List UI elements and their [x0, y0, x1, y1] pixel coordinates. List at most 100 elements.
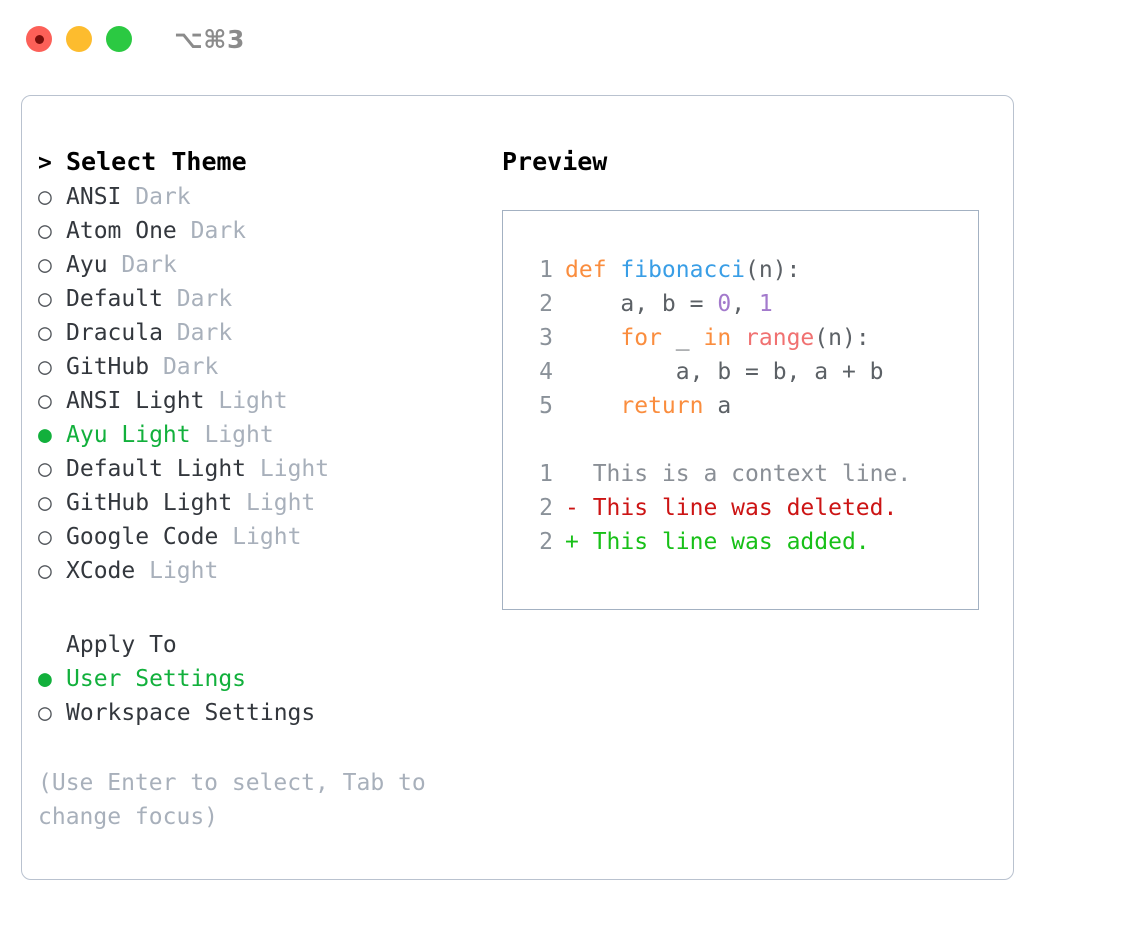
code-token — [565, 325, 620, 351]
theme-label-spacer — [149, 350, 163, 384]
theme-list: ○ANSI Dark○Atom One Dark○Ayu Dark○Defaul… — [38, 180, 478, 588]
code-token: for — [620, 325, 662, 351]
code-line-number: 2 — [539, 291, 553, 317]
radio-unselected-icon[interactable]: ○ — [38, 700, 52, 726]
code-token: a, b = — [565, 291, 718, 317]
theme-label-spacer — [108, 248, 122, 282]
code-token: a, b = b, a + b — [565, 359, 884, 385]
code-line-number: 4 — [539, 359, 553, 385]
code-line-content: return a — [565, 389, 731, 423]
theme-selector-panel: >Select Theme ○ANSI Dark○Atom One Dark○A… — [38, 144, 478, 834]
theme-list-item[interactable]: ○XCode Light — [38, 554, 478, 588]
recording-indicator-icon — [34, 34, 44, 44]
code-line: 4 a, b = b, a + b — [519, 355, 978, 389]
radio-unselected-icon[interactable]: ○ — [38, 388, 52, 414]
theme-name-label: Ayu Light — [66, 422, 191, 448]
radio-unselected-icon[interactable]: ○ — [38, 354, 52, 380]
radio-unselected-icon[interactable]: ○ — [38, 218, 52, 244]
close-button[interactable] — [26, 26, 52, 52]
theme-list-item[interactable]: ○Default Light Light — [38, 452, 478, 486]
keyboard-hint-text: (Use Enter to select, Tab to change focu… — [38, 770, 426, 830]
theme-label-spacer — [204, 384, 218, 418]
theme-name-label: Default — [66, 286, 163, 312]
theme-kind-label: Dark — [176, 286, 233, 312]
code-line-content: a, b = b, a + b — [565, 355, 884, 389]
apply-to-option[interactable]: ●User Settings — [38, 662, 478, 696]
theme-kind-label: Dark — [135, 184, 191, 210]
apply-to-option-label: Workspace Settings — [66, 700, 316, 726]
theme-label-spacer — [121, 180, 135, 214]
theme-kind-label: Dark — [176, 320, 233, 346]
apply-to-list: ●User Settings ○ Workspace Settings — [38, 662, 478, 730]
apply-to-option[interactable]: ○ Workspace Settings — [38, 696, 478, 730]
diff-line: 2+ This line was added. — [519, 525, 978, 559]
theme-list-item[interactable]: ○Dracula Dark — [38, 316, 478, 350]
theme-kind-label: Light — [246, 490, 316, 516]
theme-label-spacer — [246, 452, 260, 486]
code-line-content: for _ in range(n): — [565, 321, 869, 355]
diff-sign — [565, 457, 593, 491]
radio-unselected-icon[interactable]: ○ — [38, 558, 52, 584]
theme-label-spacer — [232, 486, 246, 520]
radio-unselected-icon[interactable]: ○ — [38, 184, 52, 210]
theme-list-item[interactable]: ○ ANSI Dark — [38, 180, 478, 214]
apply-to-header: ○Apply To — [38, 628, 478, 662]
theme-label-spacer — [135, 554, 149, 588]
code-token — [731, 325, 745, 351]
diff-sign: + — [565, 529, 593, 555]
radio-unselected-icon[interactable]: ○ — [38, 252, 52, 278]
radio-selected-icon[interactable]: ● — [38, 666, 52, 692]
preview-title: Preview — [502, 147, 608, 176]
maximize-button[interactable] — [106, 26, 132, 52]
theme-name-label: ANSI Light — [66, 388, 205, 414]
theme-kind-label: Light — [218, 388, 288, 414]
theme-name-label: XCode — [66, 558, 136, 584]
radio-unselected-icon[interactable]: ○ — [38, 524, 52, 550]
theme-kind-label: Dark — [190, 218, 247, 244]
theme-list-item[interactable]: ○GitHub Dark — [38, 350, 478, 384]
apply-to-spacer: ○ — [38, 628, 66, 662]
code-token: (n): — [745, 257, 801, 283]
diff-spacer — [519, 423, 978, 457]
theme-list-item[interactable]: ○ Google Code Light — [38, 520, 478, 554]
radio-unselected-icon[interactable]: ○ — [38, 320, 52, 346]
code-token: 1 — [758, 291, 773, 317]
theme-list-item[interactable]: ○ Default Dark — [38, 282, 478, 316]
theme-list-item[interactable]: ○Atom One Dark — [38, 214, 478, 248]
code-line-number: 1 — [539, 257, 553, 283]
code-token: range — [745, 325, 815, 351]
theme-kind-label: Light — [232, 524, 302, 550]
diff-line-number: 1 — [539, 461, 553, 487]
code-line: 2 a, b = 0, 1 — [519, 287, 978, 321]
theme-label-spacer — [163, 282, 177, 316]
theme-list-item[interactable]: ○GitHub Light Light — [38, 486, 478, 520]
code-token: 0 — [717, 291, 732, 317]
theme-list-item[interactable]: ○ ANSI Light Light — [38, 384, 478, 418]
code-line: 5 return a — [519, 389, 978, 423]
theme-label-spacer — [218, 520, 232, 554]
theme-name-label: Google Code — [66, 524, 219, 550]
minimize-button[interactable] — [66, 26, 92, 52]
code-line-number: 5 — [539, 393, 553, 419]
diff-line-text: This is a context line. — [592, 461, 912, 487]
theme-list-item[interactable]: ○Ayu Dark — [38, 248, 478, 282]
theme-kind-label: Light — [204, 422, 274, 448]
theme-kind-label: Dark — [162, 354, 219, 380]
radio-unselected-icon[interactable]: ○ — [38, 490, 52, 516]
code-token: a — [703, 393, 732, 419]
theme-name-label: ANSI — [66, 184, 122, 210]
diff-line-number: 2 — [539, 529, 553, 555]
radio-unselected-icon[interactable]: ○ — [38, 286, 52, 312]
keyboard-shortcut-label: ⌥⌘3 — [174, 24, 245, 54]
apply-to-label: Apply To — [66, 632, 177, 658]
theme-label-spacer — [177, 214, 191, 248]
radio-selected-icon[interactable]: ● — [38, 422, 52, 448]
radio-unselected-icon[interactable]: ○ — [38, 456, 52, 482]
code-token: def — [565, 257, 621, 283]
select-theme-header: >Select Theme — [38, 144, 478, 180]
theme-list-item[interactable]: ● Ayu Light Light — [38, 418, 478, 452]
